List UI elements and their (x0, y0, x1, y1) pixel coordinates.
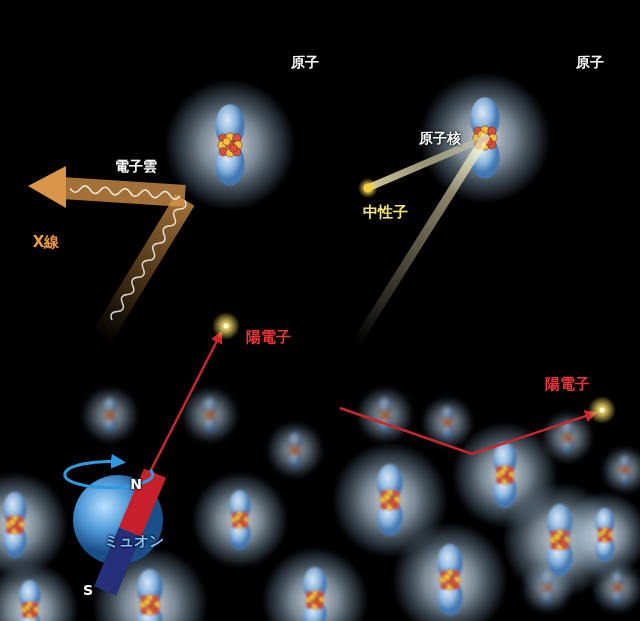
x-ray-beam (28, 166, 188, 340)
positron-tracks (150, 312, 616, 472)
lattice-atoms (0, 386, 640, 621)
magnet-pole-label: S (83, 582, 93, 599)
magnet-pole-label: N (130, 476, 142, 493)
positron-label: 陽電子 (246, 328, 291, 346)
muon (65, 462, 166, 596)
nucleus-label: 原子核 (419, 130, 461, 147)
atoms (164, 72, 550, 210)
atom-label: 原子 (576, 54, 604, 71)
electron-cloud-label: 電子雲 (115, 158, 157, 175)
neutron-trail (355, 138, 485, 345)
positron-label: 陽電子 (545, 375, 590, 393)
atom-label: 原子 (291, 54, 319, 71)
neutron-label: 中性子 (363, 203, 408, 221)
muon-label: ミュオン (104, 532, 164, 550)
x-ray-label: X線 (33, 233, 60, 251)
